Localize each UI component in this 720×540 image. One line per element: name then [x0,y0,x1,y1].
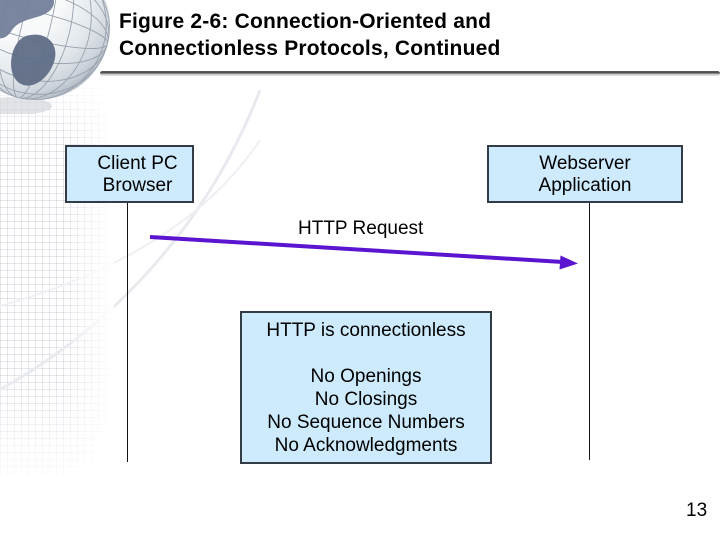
client-box-line2: Browser [102,175,173,196]
info-box-item: No Sequence Numbers [267,412,465,433]
page-number: 13 [686,500,708,521]
client-box-line1: Client PC [97,153,178,174]
request-arrow [149,235,578,270]
client-box: Client PC Browser [65,145,194,203]
client-lifeline [127,203,128,462]
info-box: HTTP is connectionless No Openings No Cl… [240,311,492,464]
title-divider [100,71,720,76]
server-box-line2: Application [538,175,632,196]
slide-title-line2: Connectionless Protocols, Continued [119,37,501,60]
info-box-heading: HTTP is connectionless [266,320,466,341]
server-lifeline [589,203,590,460]
info-box-item: No Closings [314,389,418,410]
info-box-item: No Acknowledgments [274,435,458,456]
http-request-label: HTTP Request [298,218,424,239]
globe-icon [0,0,110,114]
slide-title-line1: Figure 2-6: Connection-Oriented and [119,10,492,33]
slide-title: Figure 2-6: Connection-Oriented and Conn… [119,8,589,62]
server-box: Webserver Application [487,145,683,203]
server-box-line1: Webserver [539,153,631,174]
info-box-item: No Openings [310,366,422,387]
